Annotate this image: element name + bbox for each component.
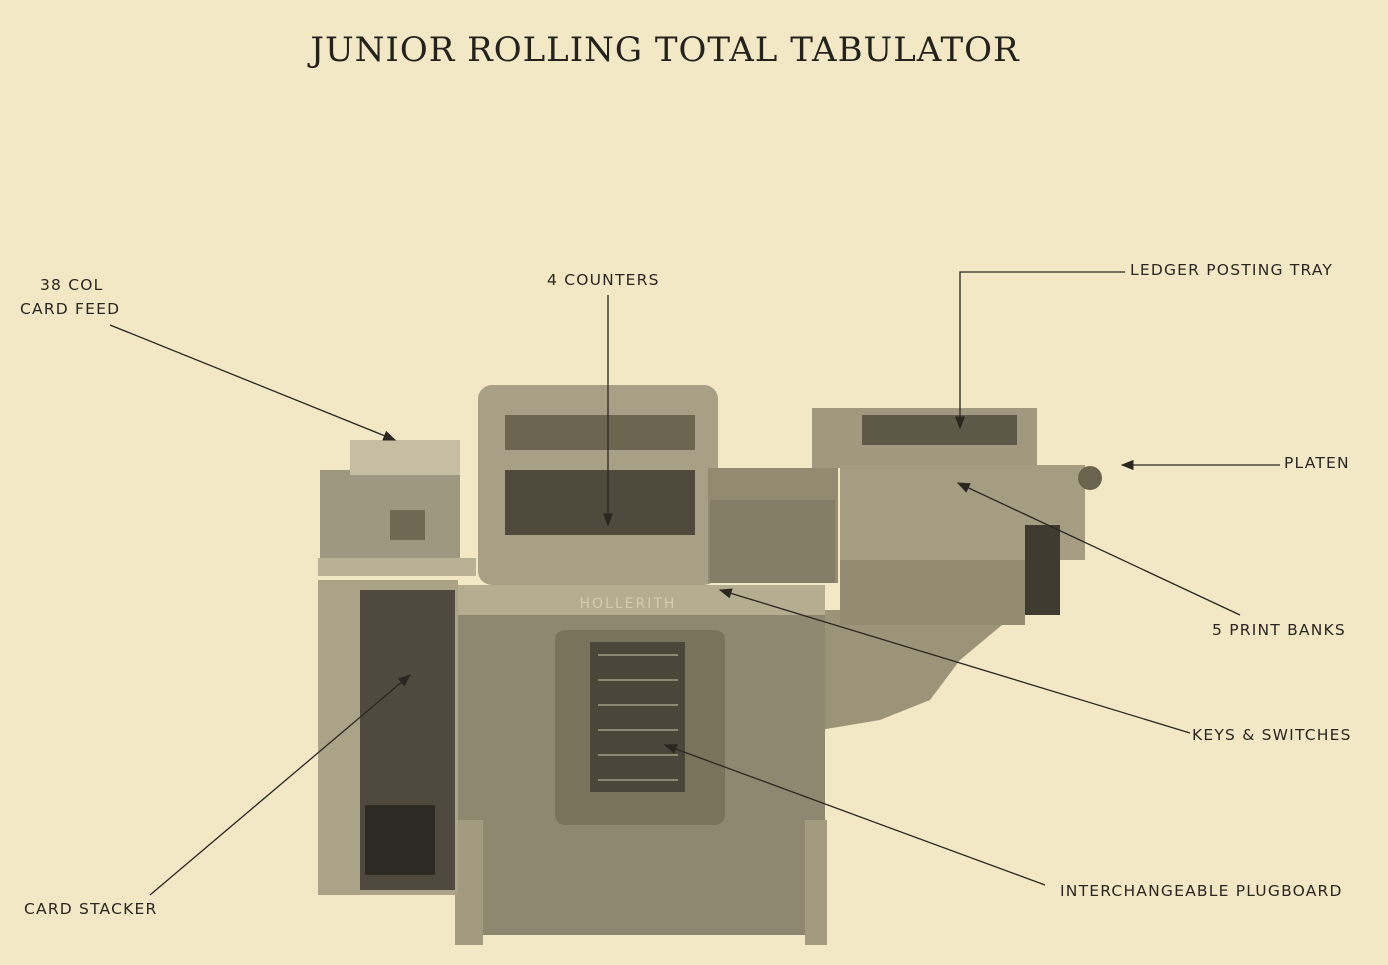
ledger-posting-tray: [862, 415, 1017, 445]
leader-lines: [109, 271, 1280, 896]
label-keys-switches: KEYS & SWITCHES: [1192, 726, 1352, 744]
label-platen: PLATEN: [1284, 454, 1350, 472]
label-card-stacker: CARD STACKER: [24, 900, 158, 918]
platen: [1078, 466, 1102, 490]
label-print-banks: 5 PRINT BANKS: [1212, 621, 1346, 639]
machine: HOLLERITH: [318, 385, 1102, 945]
label-card-feed-line1: 38 COL: [40, 276, 104, 294]
machine-logo: HOLLERITH: [580, 596, 677, 612]
plugboard: [590, 642, 685, 792]
label-card-feed-line2: CARD FEED: [20, 300, 121, 318]
label-ledger-posting-tray: LEDGER POSTING TRAY: [1130, 261, 1334, 279]
label-plugboard: INTERCHANGEABLE PLUGBOARD: [1060, 882, 1343, 900]
card-feed: [350, 440, 460, 475]
label-counters: 4 COUNTERS: [547, 271, 660, 289]
page-title: JUNIOR ROLLING TOTAL TABULATOR: [310, 30, 1020, 70]
counters: [505, 470, 695, 535]
